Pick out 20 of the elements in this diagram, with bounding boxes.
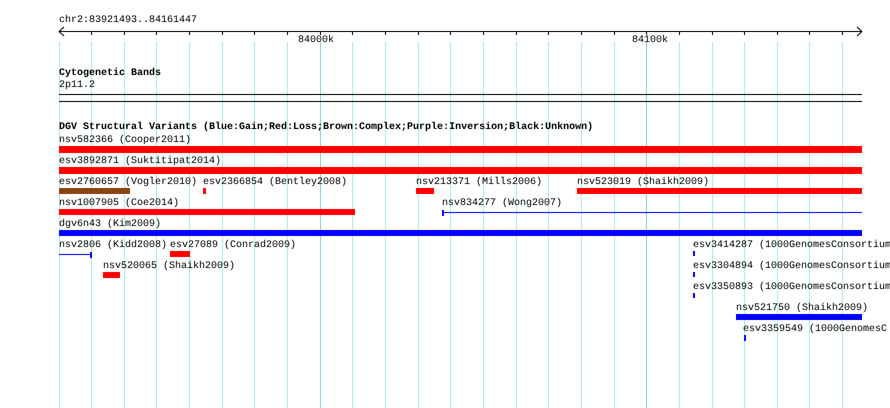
variant-label: nsv523019 (Shaikh2009): [577, 177, 710, 188]
track-title: Cytogenetic Bands: [59, 68, 162, 79]
tick-label: 84100k: [632, 35, 668, 46]
tick-label: 84000k: [298, 35, 334, 46]
variant-label: esv3892871 (Suktitipat2014): [59, 156, 222, 167]
variant-label: esv2760657 (Vogler2010): [59, 177, 198, 188]
variant-label: nsv2806 (Kidd2008): [59, 240, 168, 251]
band-label: 2p11.2: [59, 80, 96, 91]
variant-label: nsv520065 (Shaikh2009): [103, 261, 236, 272]
coordinate-range: chr2:83921493..84161447: [59, 15, 198, 26]
variant-label: nsv521750 (Shaikh2009): [736, 303, 868, 314]
variant-label: nsv834277 (Wong2007): [442, 198, 562, 209]
variant-label: nsv213371 (Mills2006): [416, 177, 542, 188]
variant-label: nsv582366 (Cooper2011): [59, 135, 192, 146]
variant-label: esv3359549 (1000GenomesC: [743, 324, 888, 335]
variant-label: esv27089 (Conrad2009): [170, 240, 296, 251]
variant-label: esv2366854 (Bentley2008): [203, 177, 348, 188]
variant-label: dgv6n43 (Kim2009): [59, 219, 162, 230]
variant-label: nsv1007905 (Coe2014): [59, 198, 180, 209]
track-title: DGV Structural Variants (Blue:Gain;Red:Loss;Brown:Complex;Purple:Inversion;Black:Unknown): [59, 122, 594, 133]
